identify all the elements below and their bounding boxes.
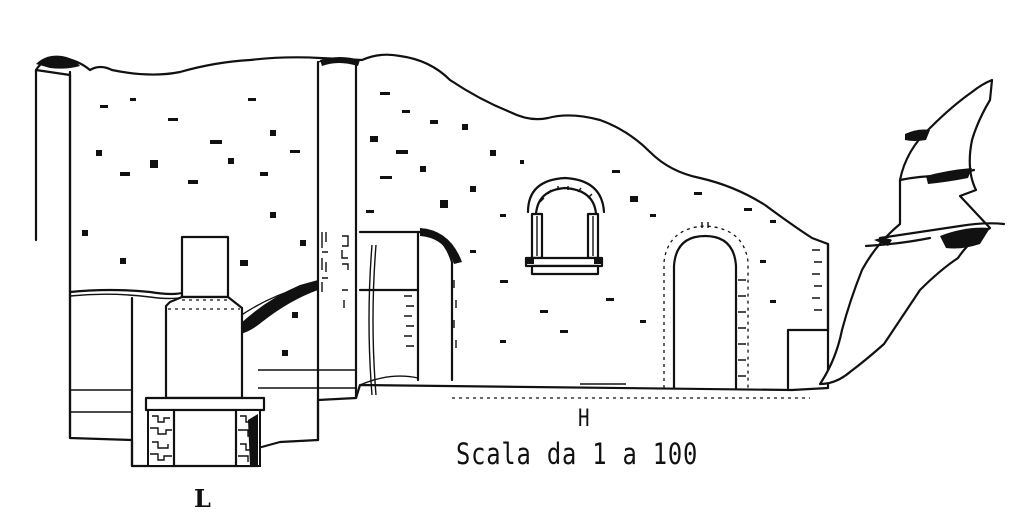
rock-outcrop: [818, 78, 1006, 386]
pilaster-annotation-marks: [321, 232, 349, 308]
chimney-block: [144, 235, 266, 468]
scale-note: Scala da 1 a 100: [456, 437, 699, 471]
arched-doorway: [663, 222, 749, 390]
center-pilasters: [316, 57, 360, 442]
rectangular-doorway: [358, 228, 462, 396]
ground-line: [452, 383, 810, 399]
right-opening: [786, 242, 830, 390]
plaster-line: [68, 280, 318, 334]
arched-window: [524, 176, 606, 276]
section-label-l: L: [194, 484, 211, 513]
lower-left-panels: [70, 296, 356, 468]
section-label-h: H: [578, 404, 590, 432]
left-pilaster: [34, 55, 80, 440]
